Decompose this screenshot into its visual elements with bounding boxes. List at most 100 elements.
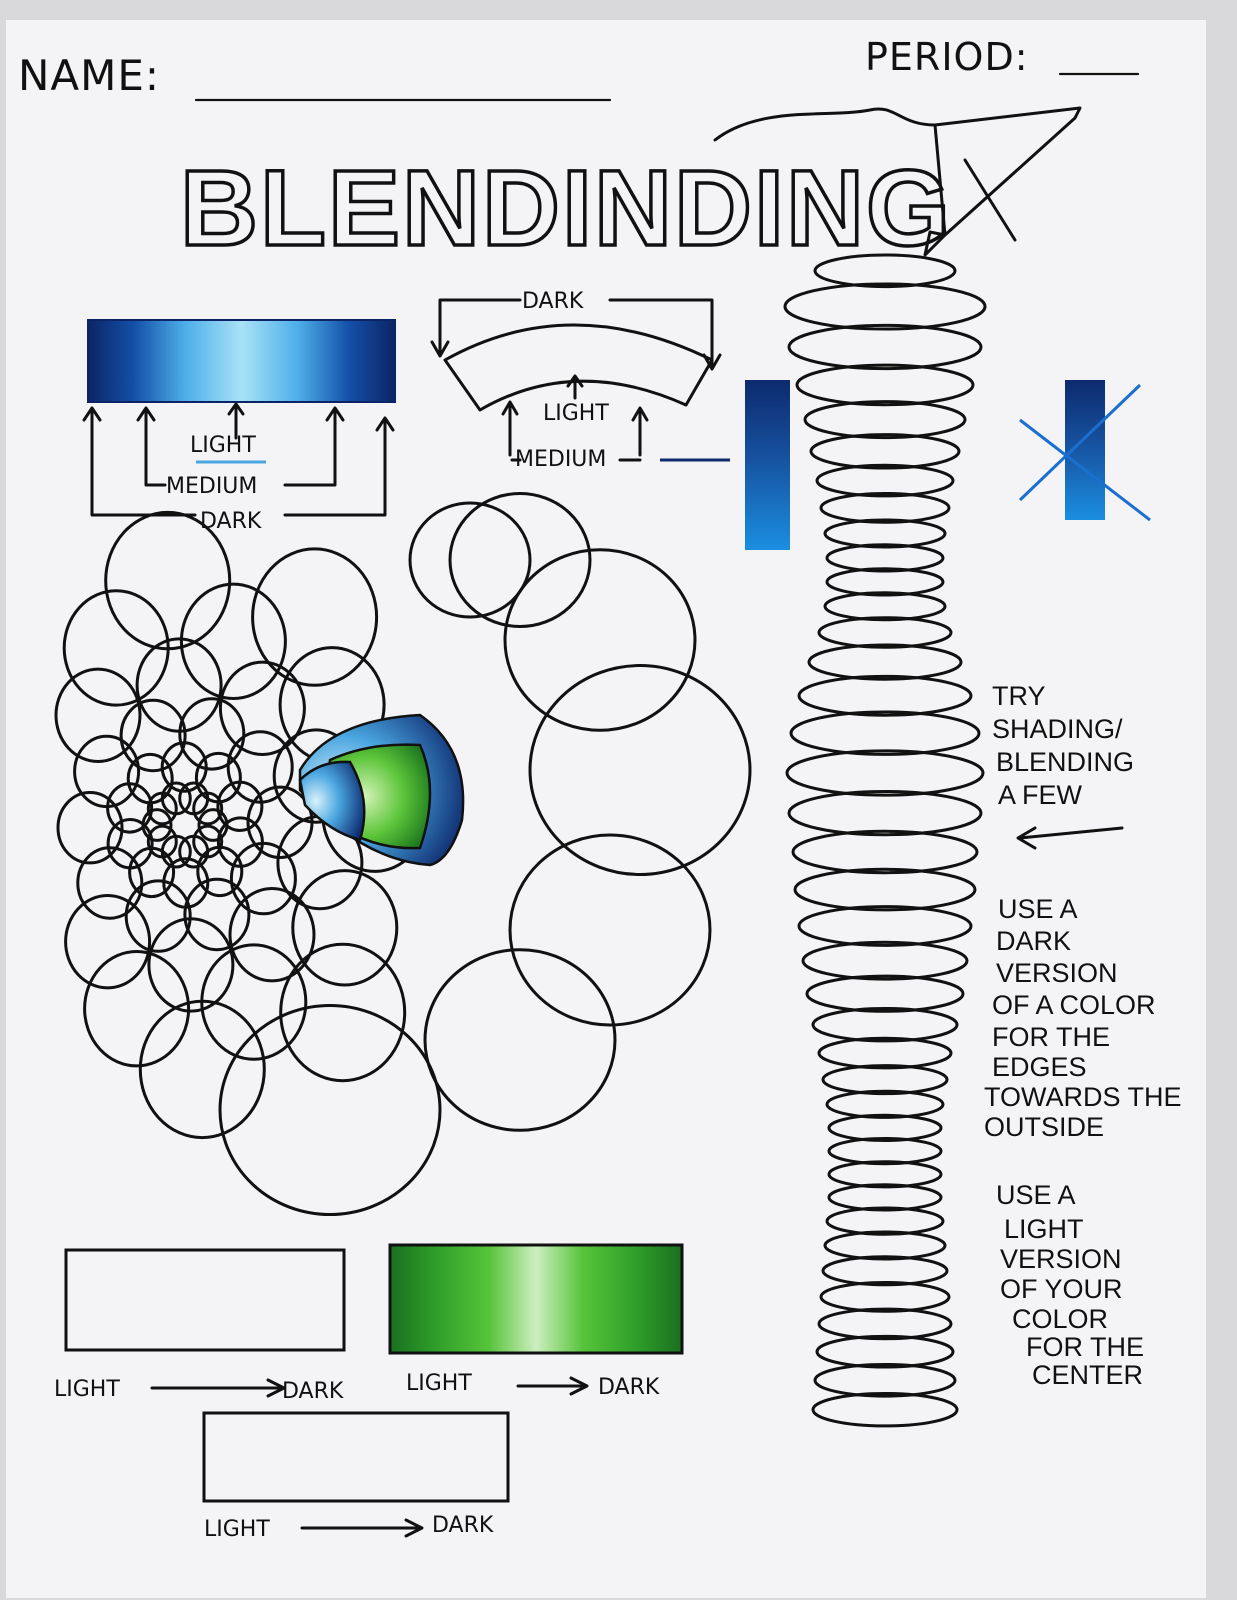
arrow-right-icon <box>300 1518 424 1538</box>
column-ring <box>801 940 969 981</box>
svg-text:TOWARDS THE: TOWARDS THE <box>984 1082 1182 1112</box>
bar-label-medium: MEDIUM <box>166 474 257 499</box>
practice-box-3[interactable] <box>202 1411 510 1503</box>
column-ring <box>825 1206 945 1236</box>
flower-petal <box>183 877 251 952</box>
bar-label-light: LIGHT <box>190 433 256 458</box>
column-ring <box>793 867 977 912</box>
flower-petal <box>196 845 244 898</box>
flower-petal <box>138 999 266 1140</box>
svg-text:BLENDING: BLENDING <box>996 747 1134 777</box>
flower-petal <box>226 730 294 804</box>
flower-petal <box>106 818 154 870</box>
flower-petal <box>147 917 235 1013</box>
column-ring <box>825 1089 945 1119</box>
svg-text:VERSION: VERSION <box>996 958 1118 988</box>
flower-petal <box>229 841 297 916</box>
arrow-right-icon <box>516 1376 589 1396</box>
svg-text:FOR THE: FOR THE <box>1026 1332 1144 1362</box>
svg-text:VERSION: VERSION <box>1000 1244 1122 1274</box>
practice-3-end: DARK <box>432 1513 494 1538</box>
flower-petal <box>178 697 246 771</box>
practice-2-end: DARK <box>598 1375 660 1400</box>
svg-text:EDGES: EDGES <box>992 1052 1087 1082</box>
flower-petal <box>76 846 144 920</box>
flower-shell <box>508 833 712 1027</box>
svg-text:COLOR: COLOR <box>1012 1304 1108 1334</box>
svg-text:USE A: USE A <box>998 894 1078 924</box>
column-ring <box>787 790 983 837</box>
arrow-right-icon <box>150 1378 286 1398</box>
flower-petal <box>73 734 141 809</box>
flower-petal <box>228 887 316 983</box>
column-ring <box>823 1230 947 1261</box>
column-ring <box>821 1064 949 1096</box>
arrow-left-icon <box>1016 826 1124 850</box>
flower-petal <box>279 942 407 1083</box>
flower-petal <box>64 894 152 990</box>
column-ring <box>823 591 947 622</box>
arch-label-dark: DARK <box>522 289 584 314</box>
flower-shell <box>503 548 697 732</box>
column-ring <box>825 567 945 597</box>
column-ring <box>819 492 951 524</box>
column-ring <box>813 253 957 289</box>
arch-diagram <box>430 298 722 462</box>
column-ring <box>817 1036 953 1070</box>
column-ring <box>813 1363 957 1398</box>
svg-text:FOR THE: FOR THE <box>992 1022 1110 1052</box>
column-ring <box>827 1183 943 1212</box>
column-ring <box>817 1307 953 1341</box>
flower-petal <box>54 667 142 763</box>
note-light-center: USE A LIGHT VERSION OF YOUR COLOR FOR TH… <box>996 1180 1144 1390</box>
column-ring <box>825 543 945 573</box>
svg-text:OUTSIDE: OUTSIDE <box>984 1112 1104 1142</box>
flower-petal <box>83 950 191 1068</box>
name-label: NAME: <box>18 51 160 100</box>
flower-petal <box>119 698 187 773</box>
flower-petal <box>218 660 306 756</box>
column-ring <box>827 1160 943 1189</box>
practice-2-start: LIGHT <box>406 1371 472 1396</box>
page-title: BLENDINDING <box>180 147 952 268</box>
column-ring <box>809 433 961 470</box>
paintbrush-icon <box>713 106 1082 257</box>
column-ring <box>817 616 953 649</box>
arch-label-light: LIGHT <box>543 401 609 426</box>
period-label: PERIOD: <box>865 35 1029 79</box>
flower-petal <box>126 752 174 805</box>
svg-text:DARK: DARK <box>996 926 1071 956</box>
column-ring <box>803 400 967 440</box>
column-ring <box>783 282 987 331</box>
flower-petal <box>251 547 379 687</box>
svg-text:OF A COLOR: OF A COLOR <box>992 990 1156 1020</box>
column-ring <box>811 1392 959 1428</box>
note-dark-edges: USE A DARK VERSION OF A COLOR FOR THE ED… <box>984 894 1182 1142</box>
flower-shell <box>423 948 617 1132</box>
flower-petal <box>192 791 224 826</box>
column-ring <box>787 323 983 371</box>
svg-text:A FEW: A FEW <box>998 780 1083 810</box>
column-ring <box>823 518 947 549</box>
column-ring <box>785 749 985 797</box>
column-ring <box>827 1113 943 1143</box>
blue-blend-swatch <box>87 319 396 403</box>
column-ring <box>819 1281 951 1313</box>
bar-value-brackets <box>82 402 395 517</box>
flower-petal <box>216 780 264 832</box>
column-ring <box>797 905 973 947</box>
flower-petal <box>179 582 287 700</box>
flower-petal <box>56 791 124 865</box>
svg-text:USE A: USE A <box>996 1180 1076 1210</box>
practice-box-1[interactable] <box>64 1248 346 1352</box>
svg-text:TRY: TRY <box>992 681 1046 711</box>
flower-shell <box>408 501 532 619</box>
column-ring <box>827 1137 943 1166</box>
column-ring <box>821 1255 949 1287</box>
column-ring <box>797 674 973 717</box>
svg-text:LIGHT: LIGHT <box>1004 1214 1084 1244</box>
practice-box-2[interactable] <box>388 1243 684 1355</box>
flower-petal <box>135 637 223 733</box>
flower-shell <box>218 1004 442 1216</box>
